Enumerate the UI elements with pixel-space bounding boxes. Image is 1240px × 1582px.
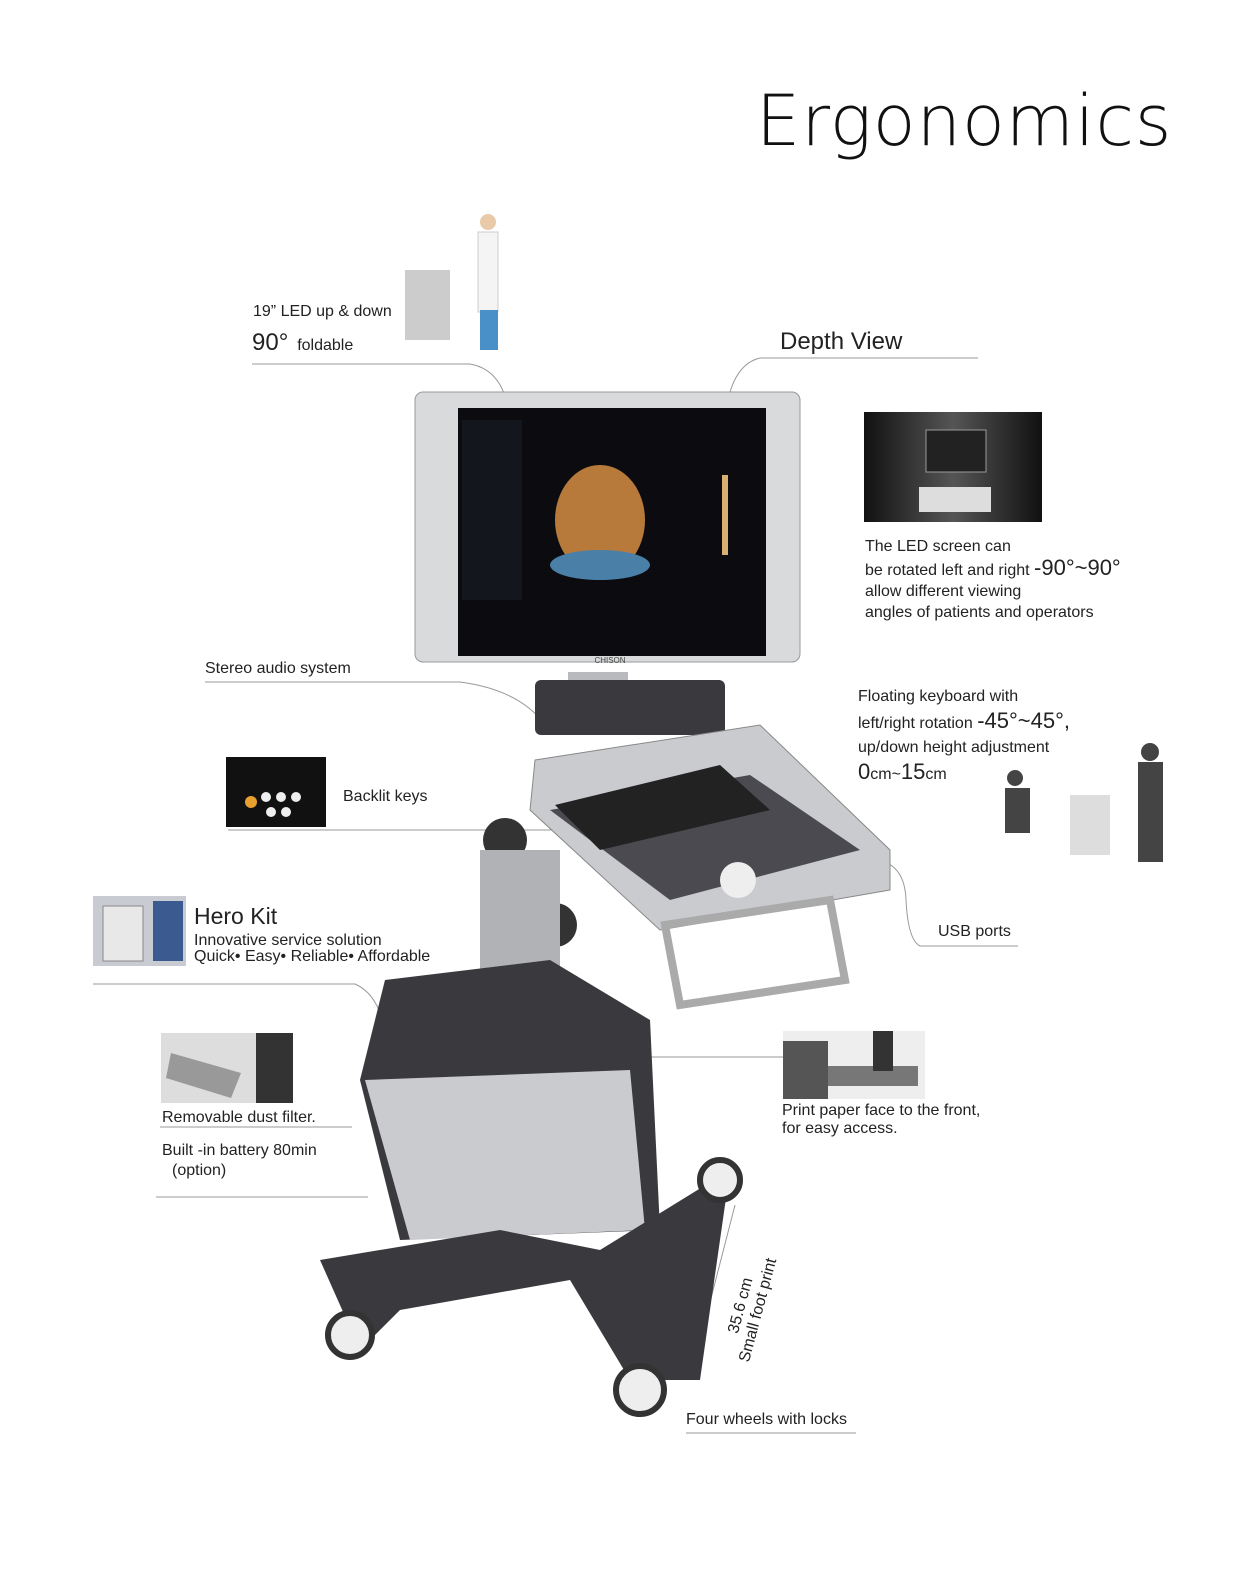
text-line: Innovative service solution [194,932,382,949]
text-line: Floating keyboard with [858,688,1019,705]
fetus-3d-render [555,465,645,575]
dust-filter-image [161,1033,293,1103]
text-line: be rotated left and right [865,562,1030,579]
keyboard [555,765,770,850]
printer-image [783,1031,925,1099]
text-line: allow different viewing [865,583,1022,600]
tilde: ~ [891,766,901,783]
fold-angle: 90° [252,329,289,356]
text-line: for easy access. [782,1120,898,1137]
fold-label: foldable [297,337,354,354]
text-line: Built -in battery 80min [162,1142,317,1159]
stereo-audio-label: Stereo audio system [205,660,351,677]
screen-rotation-text: The LED screen can be rotated left and r… [865,536,1121,623]
base [320,1170,730,1380]
backlit-keys-label: Backlit keys [343,788,428,805]
rotating-screen-image [864,412,1042,522]
keyboard-height-illustration [1000,740,1175,865]
brand-logo: CHISON [594,656,625,665]
handle [660,895,850,1010]
text-line: Print paper face to the front, [782,1102,981,1119]
rotation-range: -90°~90° [1034,555,1121,580]
text-line: angles of patients and operators [865,604,1094,621]
ultrasound-device-image: CHISON [320,391,891,1417]
depth-view-label: Depth View [780,328,903,355]
keyboard-text: Floating keyboard with left/right rotati… [858,685,1070,787]
wheel [613,1363,667,1417]
text-line: (option) [172,1162,227,1179]
cabinet-front [365,1070,645,1240]
speaker-bar [535,680,725,735]
text-line: The LED screen can [865,538,1011,555]
page-title: Ergonomics [756,80,1173,162]
trackball [720,862,756,898]
text-line: left/right rotation [858,715,973,732]
wheels-label: Four wheels with locks [686,1411,847,1428]
height-max: 15 [900,759,926,784]
hero-kit-text: Innovative service solution Quick• Easy•… [194,933,430,965]
nurse-pushing-cart-image [400,210,530,360]
height-min: 0 [858,759,871,784]
hero-kit-title: Hero Kit [194,903,278,929]
wheel [697,1157,743,1203]
battery-text: Built -in battery 80min (option) [162,1141,317,1181]
keyboard-rotation-range: -45°~45°, [977,708,1071,733]
backlit-keys-image [226,757,326,827]
dust-filter-label: Removable dust filter. [162,1109,316,1126]
unit: cm [870,766,892,783]
unit: cm [925,766,947,783]
print-text: Print paper face to the front, for easy … [782,1102,980,1138]
hero-kit-image [93,896,186,966]
usb-ports-label: USB ports [938,923,1011,940]
text-line: Quick• Easy• Reliable• Affordable [194,948,431,965]
text-line: up/down height adjustment [858,739,1050,756]
wheel [325,1310,375,1360]
led-label: 19” LED up & down [253,303,392,320]
